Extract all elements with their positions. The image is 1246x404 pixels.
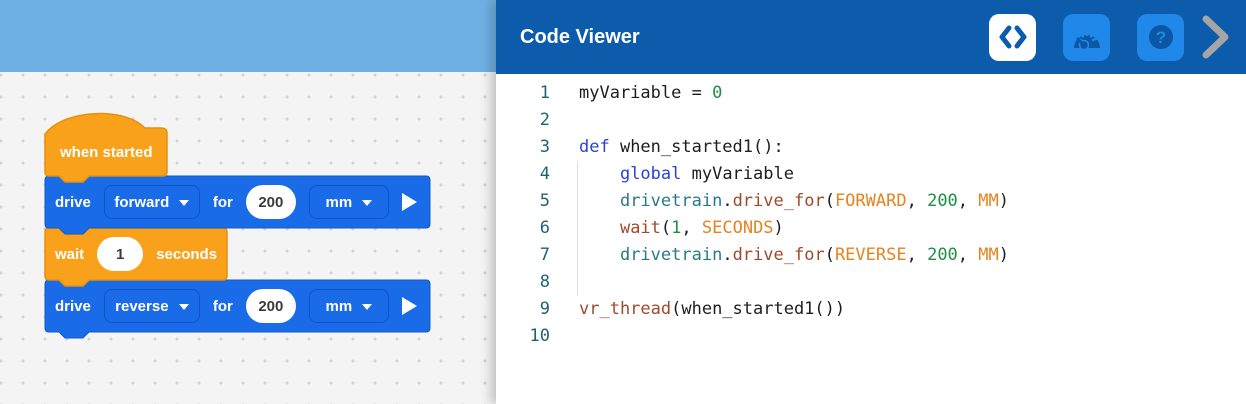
line-number: 8 xyxy=(539,272,550,292)
distance-input[interactable]: 200 xyxy=(245,289,296,323)
line-number: 1 xyxy=(539,83,550,103)
code-lines: 1 myVariable = 0 2 3 def when_started1(): 4 g… xyxy=(496,80,1246,350)
line-number: 6 xyxy=(539,218,550,238)
block-drive-forward[interactable]: drive forward for 200 mm xyxy=(44,175,431,235)
gauge-icon xyxy=(1073,27,1100,50)
for-label: for xyxy=(212,297,233,315)
unit-value: mm xyxy=(325,193,353,211)
svg-text:?: ? xyxy=(1155,28,1165,47)
code-text: def when_started1(): xyxy=(579,137,784,157)
line-number: 3 xyxy=(539,137,550,157)
code-line: 3 def when_started1(): xyxy=(496,134,1246,161)
panel-title: Code Viewer xyxy=(520,25,640,48)
direction-value: forward xyxy=(114,193,170,211)
block-when-started[interactable]: when started xyxy=(44,112,168,183)
code-viewer-panel: Code Viewer xyxy=(496,0,1246,404)
duration-input[interactable]: 1 xyxy=(97,237,144,271)
run-block-icon[interactable] xyxy=(401,193,417,211)
distance-value: 200 xyxy=(258,193,284,211)
wait-label: wait xyxy=(55,245,85,263)
hat-block-shape xyxy=(44,112,168,183)
collapse-panel-button[interactable] xyxy=(1196,12,1234,62)
code-icon xyxy=(999,25,1026,49)
top-toolbar-strip xyxy=(0,0,496,72)
direction-value: reverse xyxy=(115,297,169,315)
when-started-label: when started xyxy=(60,144,153,161)
blocks-workspace[interactable]: when started drive forward for 200 mm xyxy=(0,72,496,404)
drive-label: drive xyxy=(55,297,91,315)
code-line: 9 vr_thread(when_started1()) xyxy=(496,296,1246,323)
help-button[interactable]: ? xyxy=(1137,13,1184,61)
code-line: 4 global myVariable xyxy=(496,161,1246,188)
line-number: 7 xyxy=(539,245,550,265)
line-number: 4 xyxy=(539,164,550,184)
drive-label: drive xyxy=(55,193,91,211)
unit-dropdown[interactable]: mm xyxy=(308,185,389,219)
stack-block-shape xyxy=(44,279,431,339)
direction-dropdown[interactable]: forward xyxy=(103,185,200,219)
distance-value: 200 xyxy=(258,297,284,315)
collapse-chevron-icon xyxy=(1202,15,1229,59)
code-text: drivetrain.drive_for(REVERSE, 200, MM) xyxy=(619,245,1010,265)
line-number: 5 xyxy=(539,191,550,211)
code-line: 6 wait(1, SECONDS) xyxy=(496,215,1246,242)
unit-dropdown[interactable]: mm xyxy=(308,289,389,323)
stack-block-shape xyxy=(44,175,431,235)
indent-guide xyxy=(577,161,578,296)
run-block-icon[interactable] xyxy=(401,297,417,315)
direction-dropdown[interactable]: reverse xyxy=(103,289,200,323)
code-line: 10 xyxy=(496,323,1246,350)
distance-input[interactable]: 200 xyxy=(245,185,296,219)
code-text: myVariable = 0 xyxy=(579,83,723,103)
code-view-button[interactable] xyxy=(989,13,1036,61)
code-text: global myVariable xyxy=(619,164,794,184)
code-line: 8 xyxy=(496,269,1246,296)
chevron-down-icon xyxy=(362,200,373,206)
code-line: 1 myVariable = 0 xyxy=(496,80,1246,107)
block-drive-reverse[interactable]: drive reverse for 200 mm xyxy=(44,279,431,339)
dashboard-button[interactable] xyxy=(1063,13,1110,61)
help-icon: ? xyxy=(1148,25,1173,49)
code-text: drivetrain.drive_for(FORWARD, 200, MM) xyxy=(619,191,1010,211)
duration-value: 1 xyxy=(116,245,125,263)
code-line: 7 drivetrain.drive_for(REVERSE, 200, MM) xyxy=(496,242,1246,269)
code-line: 2 xyxy=(496,107,1246,134)
code-text: wait(1, SECONDS) xyxy=(619,218,784,238)
code-line: 5 drivetrain.drive_for(FORWARD, 200, MM) xyxy=(496,188,1246,215)
chevron-down-icon xyxy=(362,304,373,310)
unit-value: mm xyxy=(325,297,353,315)
chevron-down-icon xyxy=(179,200,190,206)
chevron-down-icon xyxy=(178,304,189,310)
seconds-label: seconds xyxy=(156,245,218,263)
line-number: 10 xyxy=(529,326,550,346)
block-wait[interactable]: wait 1 seconds xyxy=(44,227,228,287)
line-number: 2 xyxy=(539,110,550,130)
line-number: 9 xyxy=(539,299,550,319)
for-label: for xyxy=(212,193,233,211)
code-area: 1 myVariable = 0 2 3 def when_started1(): 4 g… xyxy=(496,74,1246,350)
code-viewer-header: Code Viewer xyxy=(496,0,1246,74)
code-text: vr_thread(when_started1()) xyxy=(579,299,846,319)
